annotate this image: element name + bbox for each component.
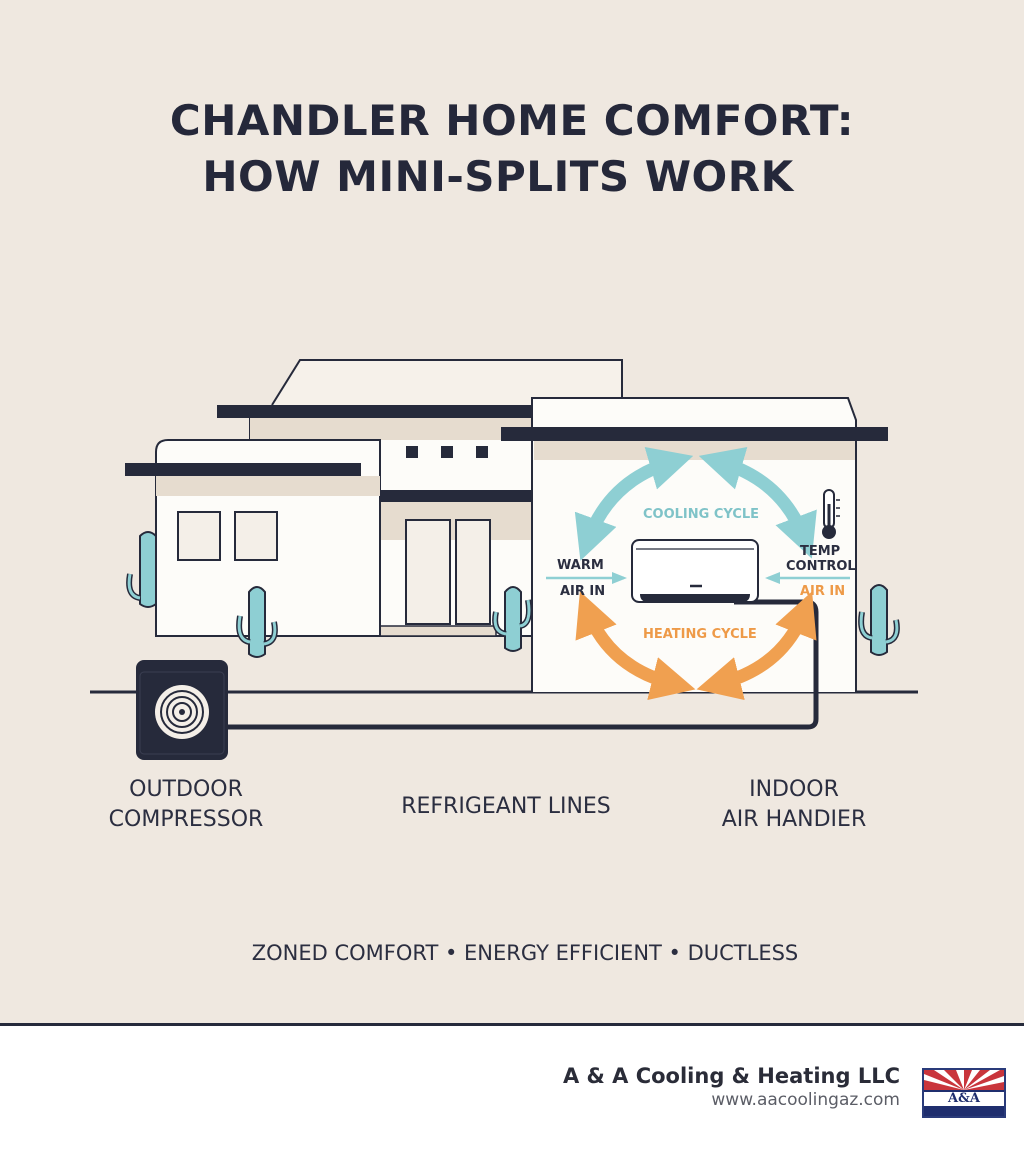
heating-arrow-left [575, 591, 696, 701]
cooling-cycle-label: COOLING CYCLE [643, 507, 760, 522]
upper-roof [271, 359, 623, 406]
temp-label: TEMP [800, 544, 841, 559]
logo-sunburst-icon [924, 1070, 1004, 1116]
heating-cycle-label: HEATING CYCLE [643, 627, 757, 642]
porch-beam [360, 490, 532, 502]
warm-label: WARM [557, 558, 604, 573]
outdoor-label-line-1: OUTDOOR [129, 777, 243, 802]
window-square-2 [441, 446, 453, 458]
cactus-center-right [492, 586, 532, 652]
step [361, 625, 497, 637]
cooling-arrow-right [698, 446, 817, 559]
air-in-label: AIR IN [800, 584, 846, 599]
door-right [455, 519, 491, 625]
cactus-right [858, 584, 900, 656]
right-roof-beam [501, 427, 888, 441]
left-roof-beam [125, 463, 361, 476]
outdoor-compressor [136, 660, 228, 760]
roof-beam-top [217, 405, 532, 418]
thermometer-icon [822, 489, 840, 539]
control-label: CONTROL [786, 559, 856, 574]
cactus-left [126, 531, 157, 608]
window-left-1 [177, 511, 221, 561]
indoor-air-handler [631, 539, 759, 603]
indoor-label-line-2: AIR HANDIER [721, 807, 867, 832]
indoor-label-line-1: INDOOR [749, 777, 839, 802]
mini-split-diagram [90, 359, 918, 760]
features-tagline: ZONED COMFORT • ENERGY EFFICIENT • DUCTL… [251, 941, 799, 965]
heating-arrow-right [696, 591, 817, 701]
window-square-3 [476, 446, 488, 458]
window-left-2 [234, 511, 278, 561]
cooling-arrow-left [574, 446, 694, 561]
title-line-2: HOW MINI-SPLITS WORK [202, 152, 794, 201]
refrigerant-lines-label: REFRIGEANT LINES [401, 794, 611, 819]
window-square-1 [406, 446, 418, 458]
door-left [405, 519, 451, 625]
company-logo: A&A [922, 1068, 1006, 1118]
title-line-1: CHANDLER HOME COMFORT: [169, 96, 855, 145]
cactus-center-left [236, 586, 278, 658]
company-url[interactable]: www.aacoolingaz.com [711, 1090, 900, 1110]
footer [0, 1023, 1024, 1157]
warm-air-in-label: AIR IN [560, 584, 606, 599]
company-name: A & A Cooling & Heating LLC [562, 1064, 900, 1088]
logo-text: A&A [948, 1091, 980, 1106]
indoor-air-handler-label: INDOOR AIR HANDIER [704, 775, 884, 835]
outdoor-label-line-2: COMPRESSOR [108, 807, 264, 832]
outdoor-compressor-label: OUTDOOR COMPRESSOR [96, 775, 276, 835]
